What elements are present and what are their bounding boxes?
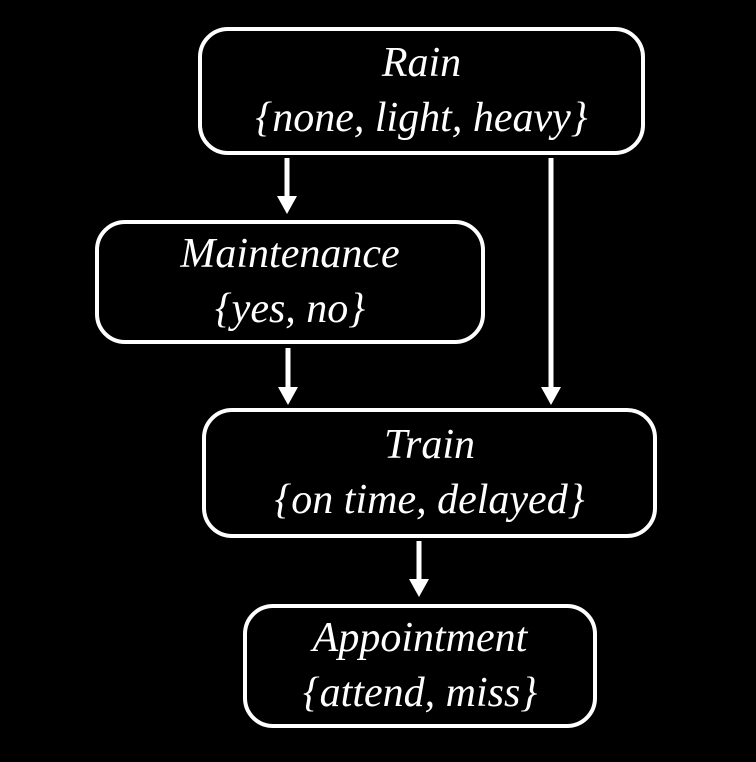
node-maintenance-states: {yes, no} (214, 286, 366, 332)
edge-train-to-appointment-arrowhead-icon (409, 579, 429, 597)
node-train: Train {on time, delayed} (202, 408, 657, 538)
edge-maintenance-to-train (278, 348, 298, 405)
node-train-states: {on time, delayed} (274, 477, 585, 523)
edge-train-to-appointment (409, 541, 429, 597)
node-appointment-label: Appointment (312, 614, 528, 661)
node-rain-states: {none, light, heavy} (255, 95, 588, 141)
node-maintenance: Maintenance {yes, no} (95, 220, 485, 344)
node-maintenance-label: Maintenance (180, 230, 400, 277)
edge-rain-to-maintenance-arrowhead-icon (277, 196, 297, 214)
edge-rain-to-maintenance (277, 158, 297, 214)
edge-rain-to-train-arrowhead-icon (541, 387, 561, 405)
edge-maintenance-to-train-arrowhead-icon (278, 387, 298, 405)
node-train-label: Train (383, 421, 476, 468)
edge-rain-to-train (541, 158, 561, 405)
node-appointment: Appointment {attend, miss} (243, 604, 597, 728)
node-rain-label: Rain (381, 39, 462, 86)
node-rain: Rain {none, light, heavy} (198, 27, 645, 155)
node-appointment-states: {attend, miss} (302, 670, 538, 716)
